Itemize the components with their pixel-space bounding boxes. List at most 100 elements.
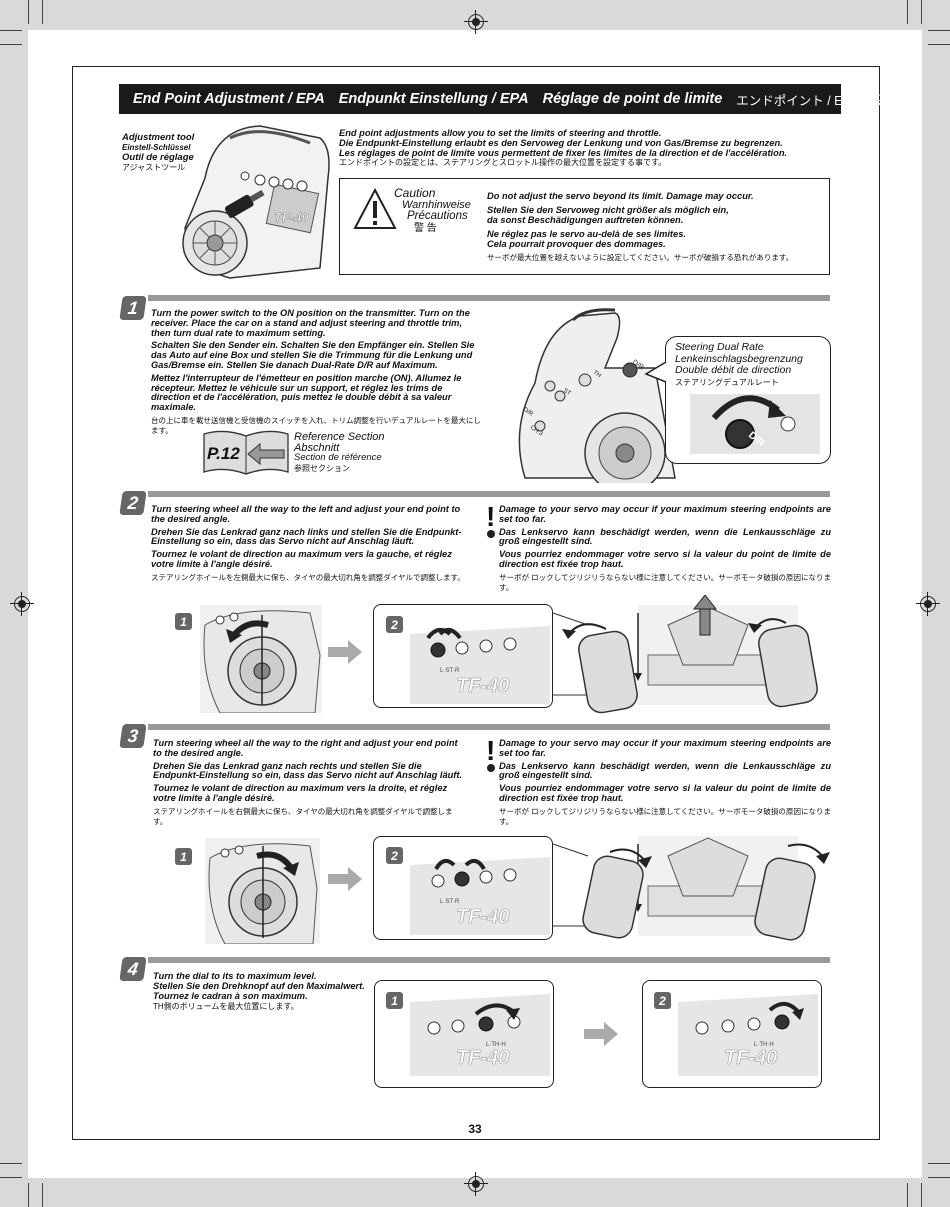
reference-page: P.12: [207, 444, 240, 463]
caution-text-fr-1: Ne réglez pas le servo au-delà de ses li…: [487, 228, 686, 239]
caution-text-jp: サーボが最大位置を越えないように設定してください。サーボが破損する恐れがあります…: [487, 252, 794, 262]
tool-label: Adjustment tool Einstell-Schlüssel Outil…: [122, 133, 194, 173]
arrow-right-icon: [584, 1022, 618, 1046]
callout-text: Steering Dual Rate Lenkeinschlagsbegrenz…: [675, 341, 803, 388]
crop-mark: [42, 0, 43, 24]
reference-book-icon: P.12: [203, 430, 289, 475]
step-2-text-fr: Tournez le volant de direction au maximu…: [151, 549, 452, 569]
crop-mark: [42, 1183, 43, 1207]
crop-mark: [921, 1183, 922, 1207]
reference-de: Abschnitt: [294, 441, 340, 454]
step-3-panel-dials-illustration: L·ST·R TF-40: [410, 857, 550, 935]
page-number: 33: [468, 1122, 482, 1136]
caution-title-en: Caution: [394, 186, 436, 200]
step-2-damage-note: Damage to your servo may occur if your m…: [499, 504, 831, 592]
crop-mark: [921, 0, 922, 24]
registration-mark-icon: [464, 10, 488, 34]
section-title-bar: End Point Adjustment / EPA Endpunkt Eins…: [119, 84, 896, 114]
step-2-sub-2: 2: [386, 616, 403, 633]
callout-en: Steering Dual Rate: [675, 341, 764, 353]
title-de: Endpunkt Einstellung / EPA: [338, 91, 529, 107]
step-3-text-en: Turn steering wheel all the way to the r…: [153, 738, 458, 758]
callout-jp: ステアリングデュアルレート: [675, 377, 779, 387]
crop-mark: [928, 30, 950, 31]
tool-label-fr: Outil de réglage: [122, 152, 194, 163]
panel-label: L·TH·H: [486, 1042, 506, 1048]
step-1-text-jp: 台の上に車を載せ送信機と受信機のスイッチを入れ、トリム調整を行いデュアルレートを…: [151, 415, 481, 435]
crop-mark: [907, 0, 908, 24]
step-3-text-fr: Tournez le volant de direction au maximu…: [153, 783, 448, 803]
step-3-text-de: Drehen Sie das Lenkrad ganz nach rechts …: [153, 760, 463, 781]
caution-text-fr-2: Cela pourrait provoquer des dommages.: [487, 239, 666, 249]
intro-text-en: End point adjustments allow you to set t…: [339, 128, 662, 138]
callout-fr: Double débit de direction: [675, 364, 792, 376]
caution-title-fr: Précautions: [407, 210, 468, 222]
crop-mark: [28, 1183, 29, 1207]
step-2-bar: [148, 491, 830, 497]
crop-mark: [928, 1177, 950, 1178]
caution-title-jp: 警 告: [414, 222, 437, 234]
step-4-number: 4: [119, 957, 147, 981]
caution-title: Caution Warnhinweise Précautions 警 告: [394, 186, 471, 234]
radio-brand-logo: TF-40: [724, 1047, 777, 1069]
reference-en: Reference Section: [294, 431, 385, 443]
step-2-number: 2: [119, 491, 147, 515]
callout-de: Lenkeinschlagsbegrenzung: [675, 352, 803, 365]
exclamation-icon: !: [486, 501, 496, 532]
step-1-bar: [148, 295, 830, 301]
step-3-text-jp: ステアリングホイールを右側最大に保ち、タイヤの最大切れ角を調整ダイヤルで調整しま…: [153, 806, 453, 826]
caution-text: Do not adjust the servo beyond its limit…: [487, 191, 822, 263]
crop-mark: [28, 0, 29, 24]
damage-note-jp: サーボが ロックしてジリジリうならない様に注意してください。サーボモータ破損の原…: [499, 572, 831, 592]
dual-rate-knob-illustration: D/R: [690, 394, 820, 454]
step-2-text-jp: ステアリングホイールを左側最大に保ち、タイヤの最大切れ角を調整ダイヤルで調整しま…: [151, 572, 465, 582]
crop-mark: [0, 1163, 22, 1164]
caution-text-en: Do not adjust the servo beyond its limit…: [487, 191, 754, 201]
step-2-text: Turn steering wheel all the way to the l…: [151, 504, 471, 583]
crop-mark: [907, 1183, 908, 1207]
arrow-right-icon: [328, 867, 362, 891]
step-3-front-wheels-illustration: [552, 836, 830, 941]
step-2-sub-1: 1: [175, 613, 192, 630]
step-4-text-jp: TH側のボリュームを最大位置にします。: [153, 1001, 299, 1011]
radio-brand-logo: TF-40: [274, 210, 309, 225]
damage-note-fr: Vous pourriez endommager votre servo si …: [499, 549, 831, 569]
step-3-wheel-right-illustration: [205, 838, 320, 944]
step-2-text-en: Turn steering wheel all the way to the l…: [151, 504, 461, 524]
intro-text-jp: エンドポイントの設定とは、ステアリングとスロットル操作の最大位置を設定する事です…: [339, 158, 667, 167]
reference-fr: Section de référence: [294, 452, 382, 463]
tool-label-de: Einstell-Schlüssel: [122, 143, 191, 152]
panel-label: L·ST·R: [440, 899, 460, 905]
step-4-text-de: Stellen Sie den Drehknopf auf den Maxima…: [153, 981, 365, 992]
step-4-text-en: Turn the dial to its to maximum level.: [153, 971, 317, 981]
transmitter-with-tool-illustration: TF-40: [182, 125, 330, 279]
caution-text-de-2: da sonst Beschädigungen auftreten können…: [487, 215, 684, 225]
title-jp: エンドポイント / EPAの設定: [736, 93, 896, 108]
reference-section-label: Reference Section Abschnitt Section de r…: [294, 432, 385, 474]
tool-label-en: Adjustment tool: [122, 132, 195, 143]
step-3-bar: [148, 724, 830, 730]
step-2-front-wheels-illustration: [552, 595, 818, 714]
transmitter-dual-rate-illustration: D/R TH ST D/R CH.3: [518, 308, 676, 483]
knob-label: D/R: [522, 407, 534, 418]
exclamation-icon: !: [486, 735, 496, 766]
intro-text-de: Die Endpunkt-Einstellung erlaubt es den …: [339, 138, 783, 148]
caution-title-de: Warnhinweise: [402, 198, 471, 211]
radio-brand-logo: TF-40: [456, 906, 509, 928]
caution-box: [339, 178, 830, 275]
callout-pointer: [644, 361, 667, 383]
radio-brand-logo: TF-40: [456, 1047, 509, 1069]
title-fr: Réglage de point de limite: [542, 91, 723, 107]
step-3-damage-note: Damage to your servo may occur if your m…: [499, 738, 831, 826]
step-1-text-fr: Mettez l'interrupteur de l'émetteur en p…: [151, 372, 462, 413]
step-1-number: 1: [119, 296, 147, 320]
warning-triangle-icon: [353, 187, 397, 229]
crop-mark: [0, 44, 22, 45]
intro-text: End point adjustments allow you to set t…: [339, 128, 829, 168]
step-3-sub-1: 1: [175, 848, 192, 865]
registration-mark-icon: [10, 592, 34, 616]
step-4-panel-1-dials-illustration: L·TH·H TF-40: [410, 994, 550, 1076]
bullet-icon: [487, 764, 495, 772]
damage-note-de: Das Lenkservo kann beschädigt werden, we…: [499, 526, 831, 547]
damage-note-en: Damage to your servo may occur if your m…: [499, 738, 831, 758]
